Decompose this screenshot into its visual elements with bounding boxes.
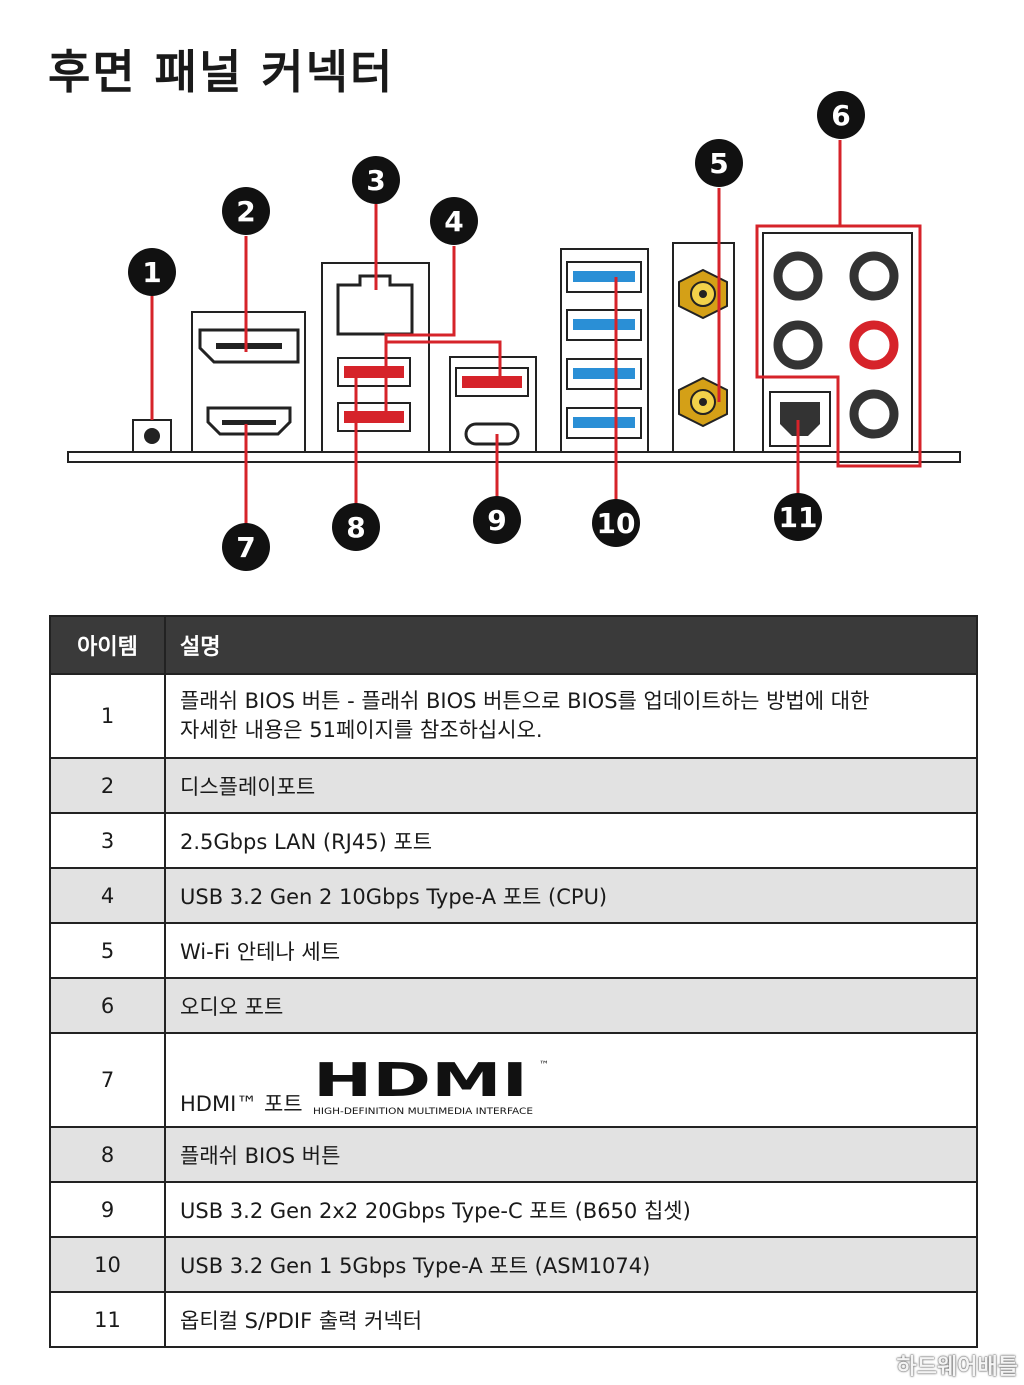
svg-text:5: 5 [709,147,728,180]
leader-lines [150,140,922,525]
lan-block [321,262,430,453]
table-row: 8 플래쉬 BIOS 버튼 [50,1126,977,1182]
svg-text:™: ™ [539,1060,549,1071]
svg-text:6: 6 [831,99,850,132]
usb-type-c-port [464,422,520,446]
rj45-icon [336,274,414,336]
svg-text:HDMI: HDMI [313,1056,528,1107]
rear-panel-diagram: 1 2 3 4 5 6 7 8 9 10 11 [67,91,961,571]
svg-text:HIGH-DEFINITION MULTIMEDIA INT: HIGH-DEFINITION MULTIMEDIA INTERFACE [313,1107,533,1117]
watermark: 하드웨어배틀 [896,1355,1018,1380]
table-row: 3 2.5Gbps LAN (RJ45) 포트 [50,812,977,868]
callout-7: 7 [222,523,270,571]
flash-bios-button-port [132,419,172,453]
connector-table: 아이템 설명 1 플래쉬 BIOS 버튼 - 플래쉬 BIOS 버튼으로 BIO… [49,615,978,1348]
table-row: 1 플래쉬 BIOS 버튼 - 플래쉬 BIOS 버튼으로 BIOS를 업데이트… [50,673,977,758]
table-row: 7 HDMI™ 포트 HDMI ™ HIGH-DEFINITION MULTIM… [50,1032,977,1127]
table-row: 6 오디오 포트 [50,977,977,1033]
hdmi-logo: HDMI ™ HIGH-DEFINITION MULTIMEDIA INTERF… [313,1056,549,1117]
svg-text:1: 1 [142,256,161,289]
callout-9: 9 [473,496,521,544]
header-item: 아이템 [50,616,166,674]
callout-5: 5 [695,139,743,187]
svg-text:4: 4 [444,205,463,238]
svg-text:8: 8 [346,511,365,544]
callout-2: 2 [222,187,270,235]
table-row: 11 옵티컬 S/PDIF 출력 커넥터 [50,1291,977,1347]
page-title: 후면 패널 커넥터 [48,45,395,99]
callout-4: 4 [430,197,478,245]
callout-3: 3 [352,156,400,204]
callout-11: 11 [774,493,822,541]
svg-text:9: 9 [487,504,506,537]
callout-1: 1 [128,248,176,296]
svg-text:3: 3 [366,164,385,197]
svg-text:11: 11 [779,501,818,534]
callout-6: 6 [817,91,865,139]
svg-text:10: 10 [597,507,636,540]
usb-c-block [449,356,537,453]
svg-text:2: 2 [236,195,255,228]
usb-blue-block [560,248,649,453]
display-block [191,311,306,453]
callout-10: 10 [592,499,640,547]
table-row: 4 USB 3.2 Gen 2 10Gbps Type-A 포트 (CPU) [50,867,977,923]
callout-8: 8 [332,503,380,551]
header-desc: 설명 [165,616,977,674]
io-plate-base [67,451,961,463]
svg-text:7: 7 [236,531,255,564]
table-row: 5 Wi-Fi 안테나 세트 [50,922,977,978]
table-row: 2 디스플레이포트 [50,757,977,813]
table-row: 10 USB 3.2 Gen 1 5Gbps Type-A 포트 (ASM107… [50,1236,977,1292]
table-header-row: 아이템 설명 [50,616,977,674]
table-row: 9 USB 3.2 Gen 2x2 20Gbps Type-C 포트 (B650… [50,1181,977,1237]
wifi-antenna-block [672,242,735,453]
